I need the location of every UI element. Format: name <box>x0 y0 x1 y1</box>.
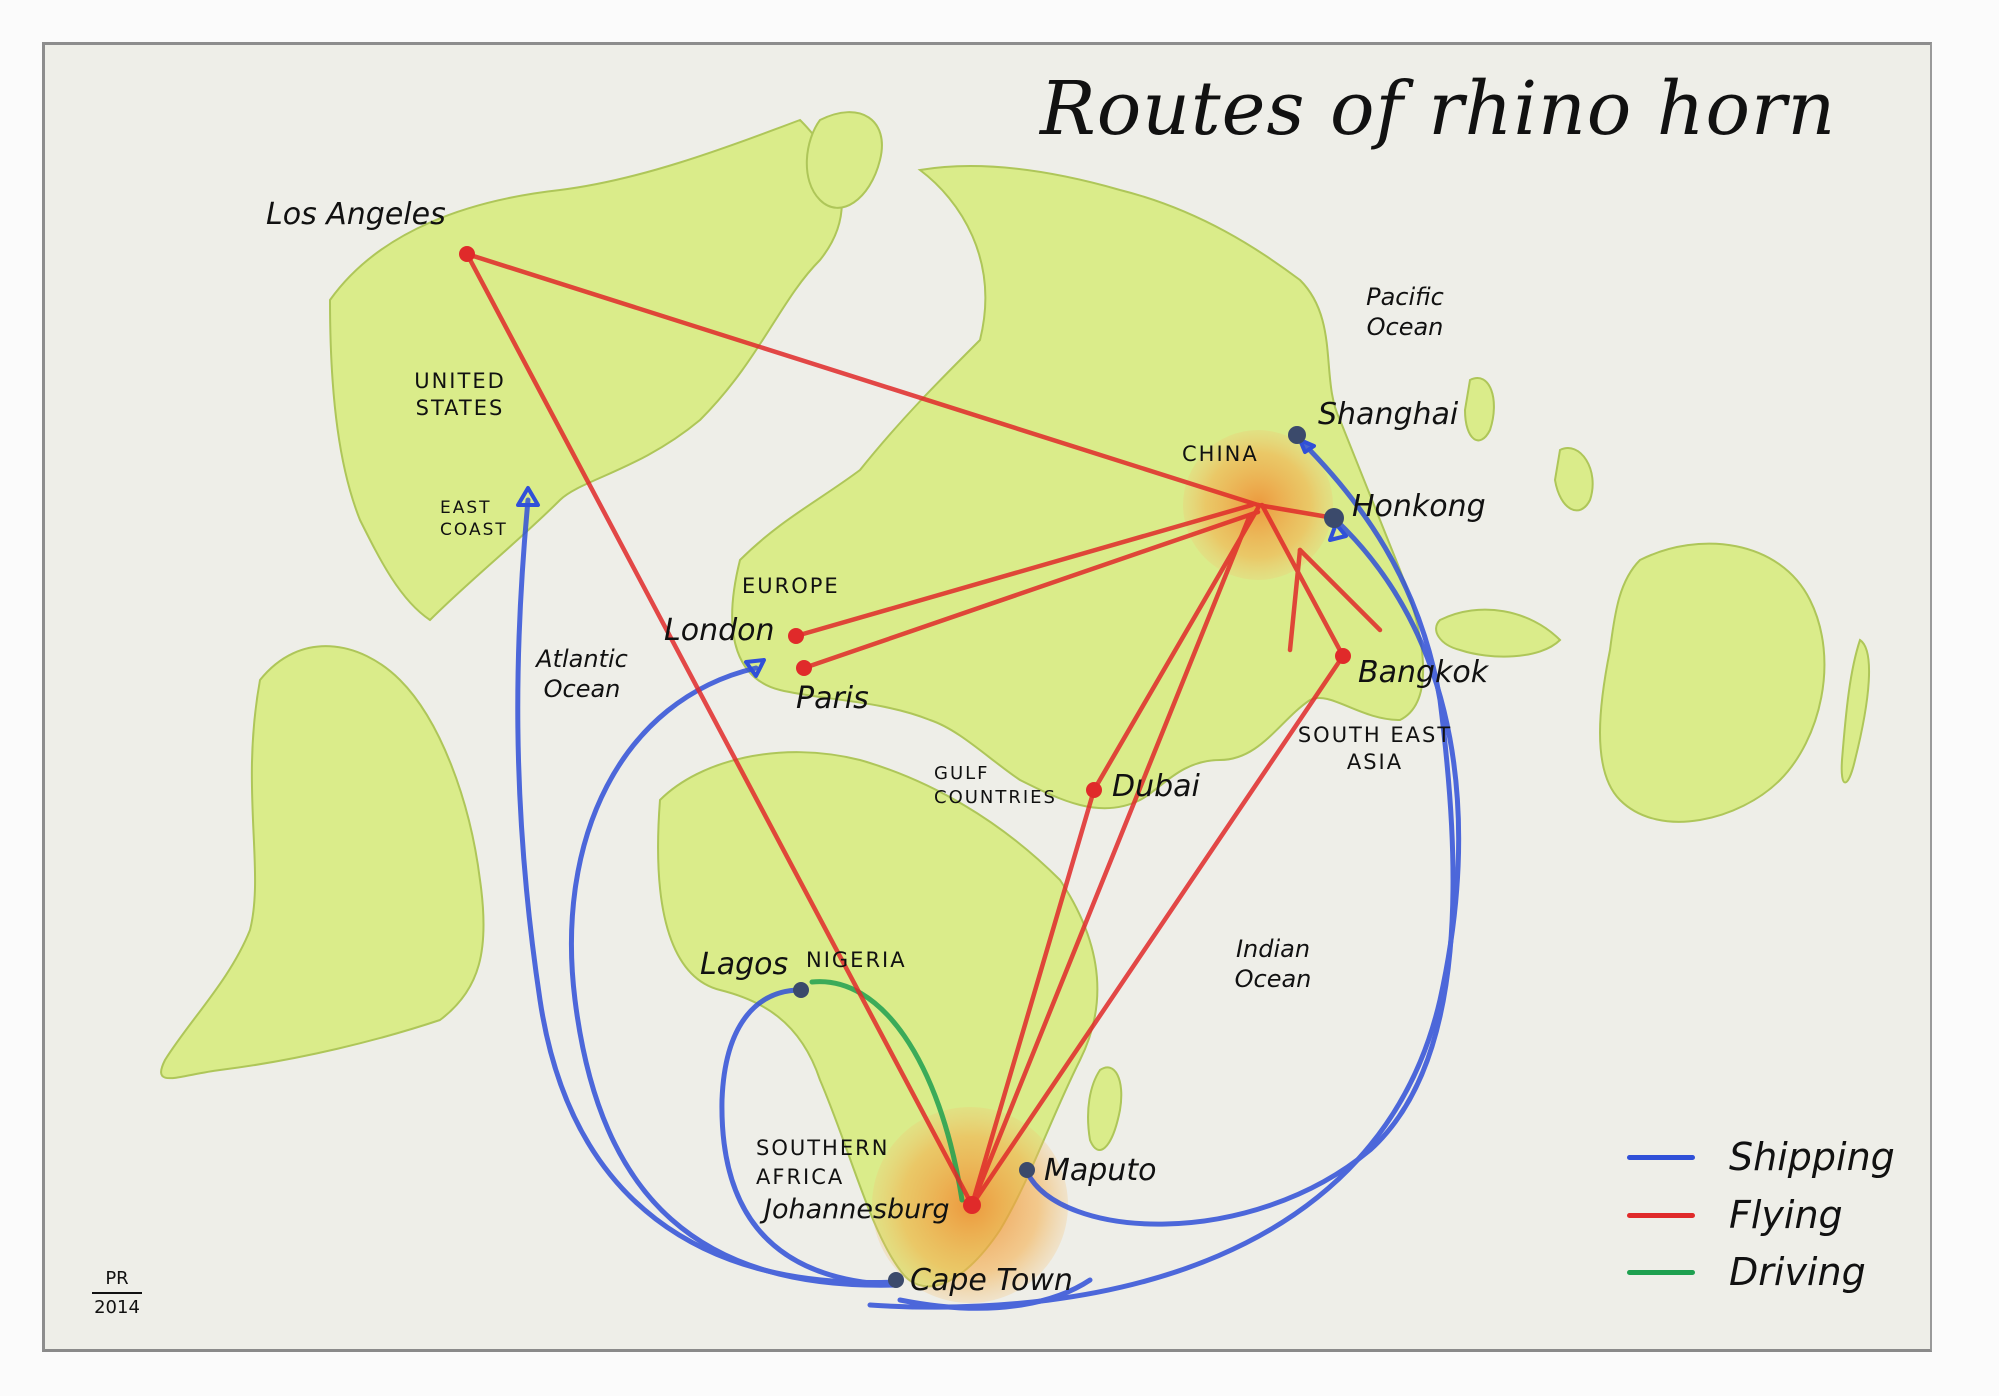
route-capetown-paris <box>569 665 899 1288</box>
legend-item-flying: Flying <box>1627 1193 1843 1237</box>
signature-initials: PR <box>105 1268 129 1289</box>
legend-label-driving: Driving <box>1729 1250 1866 1294</box>
route-jnb-china <box>969 512 1253 1208</box>
label-london: London <box>664 613 775 648</box>
label-johannesburg: Johannesburg <box>764 1194 950 1225</box>
label-nigeria: NIGERIA <box>806 948 907 972</box>
dot-cape-town <box>888 1272 904 1288</box>
continent-south-america <box>160 645 485 1080</box>
dot-lagos <box>793 982 809 998</box>
route-jnb-bangkok <box>969 653 1346 1208</box>
islands-se-asia <box>1435 608 1562 658</box>
arrow-east-coast <box>516 486 540 507</box>
arrow-shanghai <box>1298 438 1316 454</box>
route-china-hk <box>1255 502 1337 521</box>
dot-paris <box>796 660 812 676</box>
route-cape-to-east <box>897 1277 1093 1311</box>
label-east-coast: EAST COAST <box>440 498 508 541</box>
legend-label-shipping: Shipping <box>1729 1135 1895 1179</box>
label-atlantic-ocean: Atlantic Ocean <box>536 645 628 703</box>
route-bangkok-china <box>1259 502 1346 659</box>
arrowheads <box>516 438 1348 678</box>
route-london-china <box>793 502 1255 639</box>
label-gulf-countries: GULF COUNTRIES <box>934 763 1057 809</box>
arrow-paris <box>744 658 766 678</box>
route-capetown-hongkong <box>867 519 1462 1310</box>
city-dots <box>459 246 1351 1288</box>
route-jnb-dubai <box>969 787 1097 1208</box>
flying-routes <box>464 251 1383 1208</box>
land-masses <box>160 111 1871 1288</box>
route-la-china <box>464 251 1261 508</box>
label-cape-town: Cape Town <box>910 1263 1073 1298</box>
label-shanghai: Shanghai <box>1318 397 1459 432</box>
dot-bangkok <box>1335 648 1351 664</box>
label-paris: Paris <box>796 681 869 716</box>
islands-new-zealand <box>1840 638 1871 784</box>
islands-japan <box>1463 377 1495 442</box>
signature-year: 2014 <box>94 1297 140 1318</box>
legend-label-flying: Flying <box>1729 1193 1843 1237</box>
dot-los-angeles <box>459 246 475 262</box>
route-maputo-shanghai <box>1024 437 1456 1227</box>
island-madagascar <box>1087 1066 1123 1151</box>
label-maputo: Maputo <box>1044 1153 1157 1188</box>
signature: PR 2014 <box>92 1268 142 1318</box>
label-europe: EUROPE <box>742 574 840 598</box>
shipping-routes <box>515 437 1462 1311</box>
legend-item-driving: Driving <box>1627 1250 1866 1294</box>
continent-north-america <box>328 118 843 622</box>
dot-maputo <box>1019 1162 1035 1178</box>
label-indian-ocean: Indian Ocean <box>1234 935 1312 993</box>
signature-rule <box>92 1292 142 1294</box>
dot-johannesburg <box>963 1196 981 1214</box>
label-south-east-asia: SOUTH EAST ASIA <box>1297 723 1453 775</box>
label-pacific-ocean: Pacific Ocean <box>1366 283 1444 341</box>
route-lagos-johannesburg <box>809 979 965 1203</box>
route-paris-china <box>801 509 1261 671</box>
legend-swatch-flying <box>1627 1212 1695 1218</box>
legend-item-shipping: Shipping <box>1627 1135 1895 1179</box>
label-bangkok: Bangkok <box>1358 655 1489 690</box>
legend-swatch-shipping <box>1627 1154 1695 1160</box>
label-los-angeles: Los Angeles <box>266 197 446 232</box>
continent-greenland <box>805 111 883 209</box>
continent-australia <box>1599 542 1826 823</box>
dot-hong-kong <box>1324 508 1344 528</box>
route-jnb-la <box>464 251 975 1208</box>
route-capetown-lagos <box>719 987 899 1288</box>
label-china: CHINA <box>1182 442 1259 466</box>
route-dubai-china <box>1091 505 1261 793</box>
label-hong-kong: Honkong <box>1352 489 1486 524</box>
legend-swatch-driving <box>1627 1269 1695 1275</box>
route-china-sea2 <box>1287 547 1303 653</box>
label-dubai: Dubai <box>1112 769 1200 804</box>
dot-london <box>788 628 804 644</box>
label-united-states: UNITED STATES <box>414 369 506 421</box>
label-lagos: Lagos <box>700 947 789 982</box>
dot-dubai <box>1086 782 1102 798</box>
map-title: Routes of rhino horn <box>1040 66 1837 152</box>
islands-philippines <box>1553 447 1594 512</box>
arrow-hongkong <box>1328 522 1348 542</box>
route-china-sea1 <box>1297 547 1383 633</box>
label-southern-africa: SOUTHERN AFRICA <box>756 1136 890 1190</box>
dot-shanghai <box>1288 426 1306 444</box>
